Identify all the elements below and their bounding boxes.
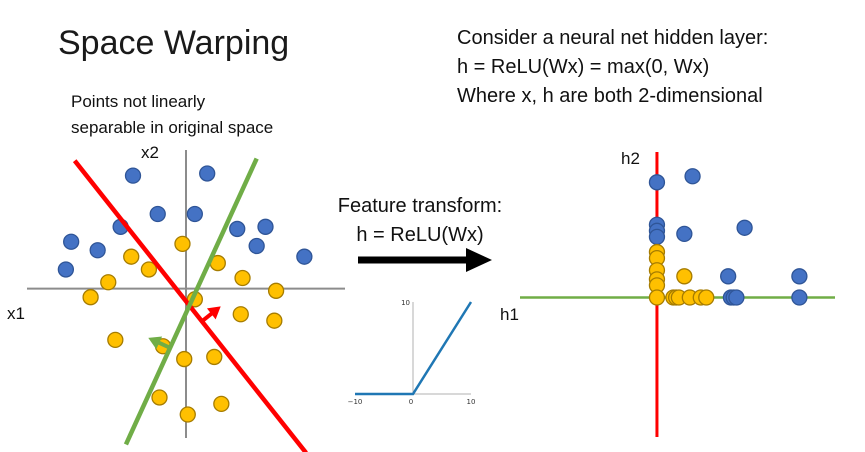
feature-transform-line: h = ReLU(Wx) xyxy=(356,224,484,246)
description-line: Consider a neural net hidden layer: xyxy=(457,27,769,49)
red-boundary-normal-arrow-head xyxy=(206,306,221,320)
blue-point xyxy=(199,165,216,182)
subtitle-line: separable in original space xyxy=(71,118,274,137)
description-line: h = ReLU(Wx) = max(0, Wx) xyxy=(457,56,710,78)
blue-point xyxy=(684,168,701,185)
blue-point xyxy=(648,174,666,191)
blue-point xyxy=(728,289,745,306)
green-boundary-normal-arrow-head xyxy=(148,336,163,350)
relu-x-tick-label: −10 xyxy=(348,398,363,406)
blue-point xyxy=(648,228,666,246)
yellow-point xyxy=(151,389,168,406)
x1-axis-label: x1 xyxy=(7,304,25,323)
blue-point xyxy=(57,261,75,278)
h1-axis-label: h1 xyxy=(500,305,519,324)
yellow-point xyxy=(82,289,99,306)
yellow-point xyxy=(179,406,196,423)
arrow-head xyxy=(466,248,492,272)
blue-point xyxy=(720,268,737,285)
feature-transform-label: Feature transform: h = ReLU(Wx) xyxy=(300,192,540,250)
blue-point xyxy=(248,237,265,255)
blue-point xyxy=(149,205,166,223)
yellow-point xyxy=(234,269,251,287)
x2-axis-label: x2 xyxy=(141,143,159,162)
yellow-point xyxy=(648,289,666,306)
green-boundary xyxy=(123,157,259,446)
blue-point xyxy=(229,220,246,238)
feature-transform-line: Feature transform: xyxy=(337,195,503,217)
blue-point xyxy=(676,225,693,243)
slide-title: Space Warping xyxy=(58,24,290,62)
blue-point xyxy=(186,205,203,223)
blue-point xyxy=(89,242,106,259)
relu-plot: −10 0 10 10 xyxy=(348,299,476,406)
description-line: Where x, h are both 2-dimensional xyxy=(457,85,763,107)
relu-curve xyxy=(355,301,473,396)
blue-point xyxy=(736,219,753,236)
yellow-point xyxy=(676,268,693,285)
blue-point xyxy=(257,218,274,235)
subtitle-line: Points not linearly xyxy=(71,92,206,111)
transformed-space-plot xyxy=(520,152,835,437)
description: Consider a neural net hidden layer: h = … xyxy=(457,24,768,111)
relu-y-tick-label: 10 xyxy=(401,299,410,307)
yellow-point xyxy=(107,331,124,349)
yellow-point xyxy=(206,348,223,366)
yellow-point xyxy=(267,282,285,299)
yellow-point xyxy=(232,306,249,323)
blue-point xyxy=(63,233,80,250)
blue-point xyxy=(124,167,142,184)
feature-transform-arrow xyxy=(358,248,492,272)
blue-point xyxy=(296,248,313,265)
yellow-point xyxy=(100,274,117,291)
subtitle: Points not linearly separable in origina… xyxy=(71,89,273,141)
yellow-point xyxy=(698,289,715,306)
blue-point xyxy=(791,289,808,306)
h2-axis-label: h2 xyxy=(621,149,640,168)
relu-x-tick-label: 0 xyxy=(409,398,413,406)
original-space-plot xyxy=(27,150,345,452)
relu-x-tick-label: 10 xyxy=(467,398,476,406)
yellow-point xyxy=(140,261,158,278)
yellow-point xyxy=(213,395,230,413)
yellow-point xyxy=(176,350,193,368)
yellow-point xyxy=(174,235,191,253)
yellow-point xyxy=(123,248,140,265)
blue-point xyxy=(791,268,808,285)
yellow-point xyxy=(266,312,283,329)
